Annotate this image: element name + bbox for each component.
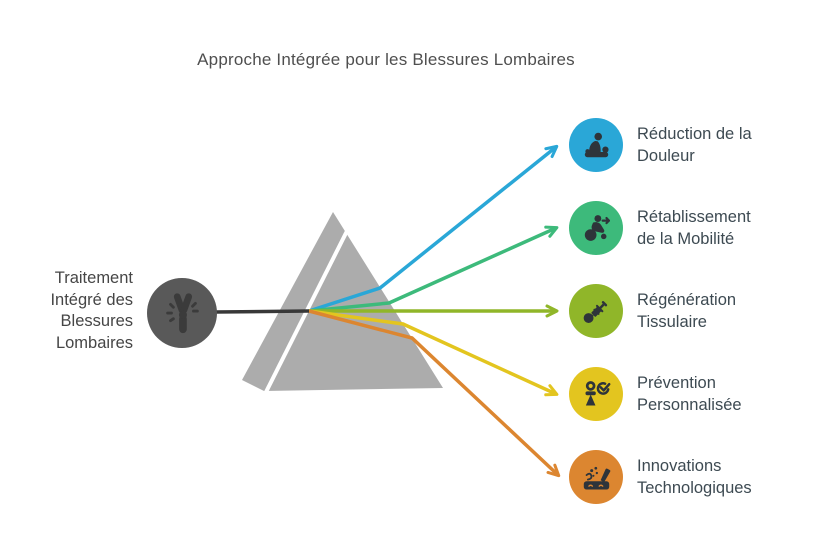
node-circle-innovations [569, 450, 623, 504]
ray-innovations [308, 309, 561, 478]
ray-mobilite [308, 225, 559, 313]
ray-prevention [308, 309, 559, 397]
input-beam [215, 309, 310, 314]
laser-icon [583, 466, 610, 490]
node-label-innovations: Innovations Technologiques [637, 457, 752, 497]
page-title: Approche Intégrée pour les Blessures Lom… [197, 50, 575, 69]
syringe-icon [583, 300, 607, 323]
source-node [147, 278, 217, 348]
node-circle-douleur [569, 118, 623, 172]
massage-icon [584, 132, 609, 157]
wheelchair-icon [584, 214, 610, 241]
person-check-icon [585, 380, 610, 405]
node-circle-mobilite [569, 201, 623, 255]
node-circle-tissulaire [569, 284, 623, 338]
node-label-mobilite: Rétablissement de la Mobilité [637, 208, 751, 248]
prism-divider [262, 230, 349, 397]
ray-douleur [308, 144, 559, 313]
node-label-prevention: Prévention Personnalisée [637, 374, 742, 414]
source-label: Traitement Intégré des Blessures Lombair… [50, 269, 133, 352]
joint-pain-icon [166, 293, 199, 334]
node-label-douleur: Réduction de la Douleur [637, 125, 752, 165]
node-label-tissulaire: Régénération Tissulaire [637, 291, 737, 331]
node-circle-prevention [569, 367, 623, 421]
